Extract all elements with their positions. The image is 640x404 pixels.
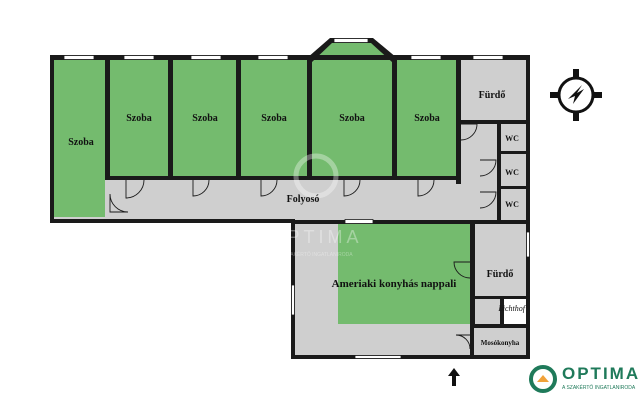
optima-logo-icon — [529, 365, 557, 393]
label-nappali: Ameriaki konyhás nappali — [332, 278, 457, 290]
label-szoba-6: Szoba — [414, 113, 440, 124]
label-szoba-2: Szoba — [126, 113, 152, 124]
label-wc-1: WC — [505, 134, 519, 143]
walls — [50, 38, 530, 359]
label-furdo-top: Fürdő — [479, 90, 506, 101]
room-nappali — [338, 224, 473, 324]
room-szoba-3 — [173, 60, 236, 178]
label-szoba-4: Szoba — [261, 113, 287, 124]
room-szoba-1 — [53, 60, 105, 217]
label-wc-3: WC — [505, 200, 519, 209]
label-wc-2: WC — [505, 168, 519, 177]
label-folyoso: Folyosó — [287, 194, 320, 205]
compass-icon — [550, 69, 602, 121]
watermark: OPTIMA A SZAKÉRTŐ INGATLANIRODA — [269, 153, 362, 258]
room-lichthof — [504, 296, 527, 324]
room-szoba-2 — [110, 60, 168, 178]
label-szoba-5: Szoba — [339, 113, 365, 124]
label-lichthof: Lichthof — [497, 304, 526, 313]
label-furdo-bottom: Fürdő — [487, 269, 514, 280]
watermark-tagline: A SZAKÉRTŐ INGATLANIRODA — [279, 251, 353, 258]
logo-name: OPTIMA — [562, 364, 640, 383]
doors — [109, 123, 497, 350]
windows — [63, 38, 530, 359]
label-szoba-3: Szoba — [192, 113, 218, 124]
room-szoba-6 — [397, 60, 456, 178]
optima-logo: OPTIMA A SZAKÉRTŐ INGATLANIRODA — [528, 362, 638, 398]
watermark-logo-icon — [293, 153, 339, 199]
room-szoba-5 — [312, 42, 392, 178]
room-szoba-4 — [241, 60, 307, 178]
logo-tagline: A SZAKÉRTŐ INGATLANIRODA — [562, 385, 636, 391]
entrance-arrow-icon — [448, 368, 460, 386]
watermark-name: OPTIMA — [269, 227, 362, 247]
label-mosokonyha: Mosókonyha — [481, 339, 520, 347]
label-szoba-1: Szoba — [68, 137, 94, 148]
